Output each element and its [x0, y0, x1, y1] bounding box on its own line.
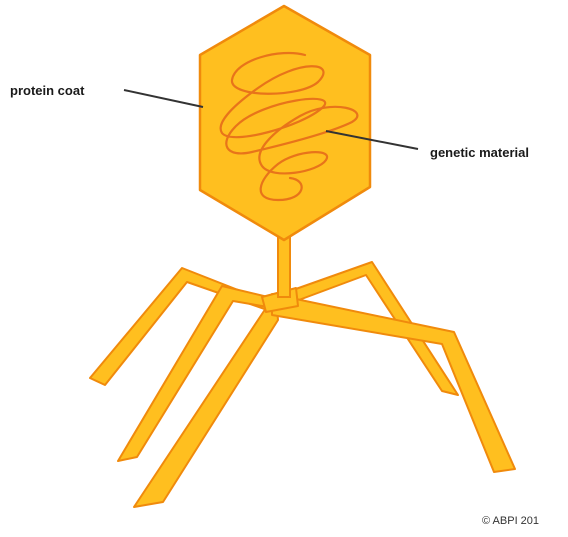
tail-sheath: [278, 235, 290, 297]
label-protein-coat: protein coat: [10, 83, 85, 98]
tail-fibres: [90, 262, 515, 507]
protein-coat-leader-line: [124, 90, 203, 107]
tail-fibre-front-right: [272, 294, 515, 472]
protein-coat-capsid: [200, 6, 370, 240]
copyright-notice: © ABPI 201: [482, 515, 539, 527]
label-genetic-material: genetic material: [430, 145, 529, 160]
